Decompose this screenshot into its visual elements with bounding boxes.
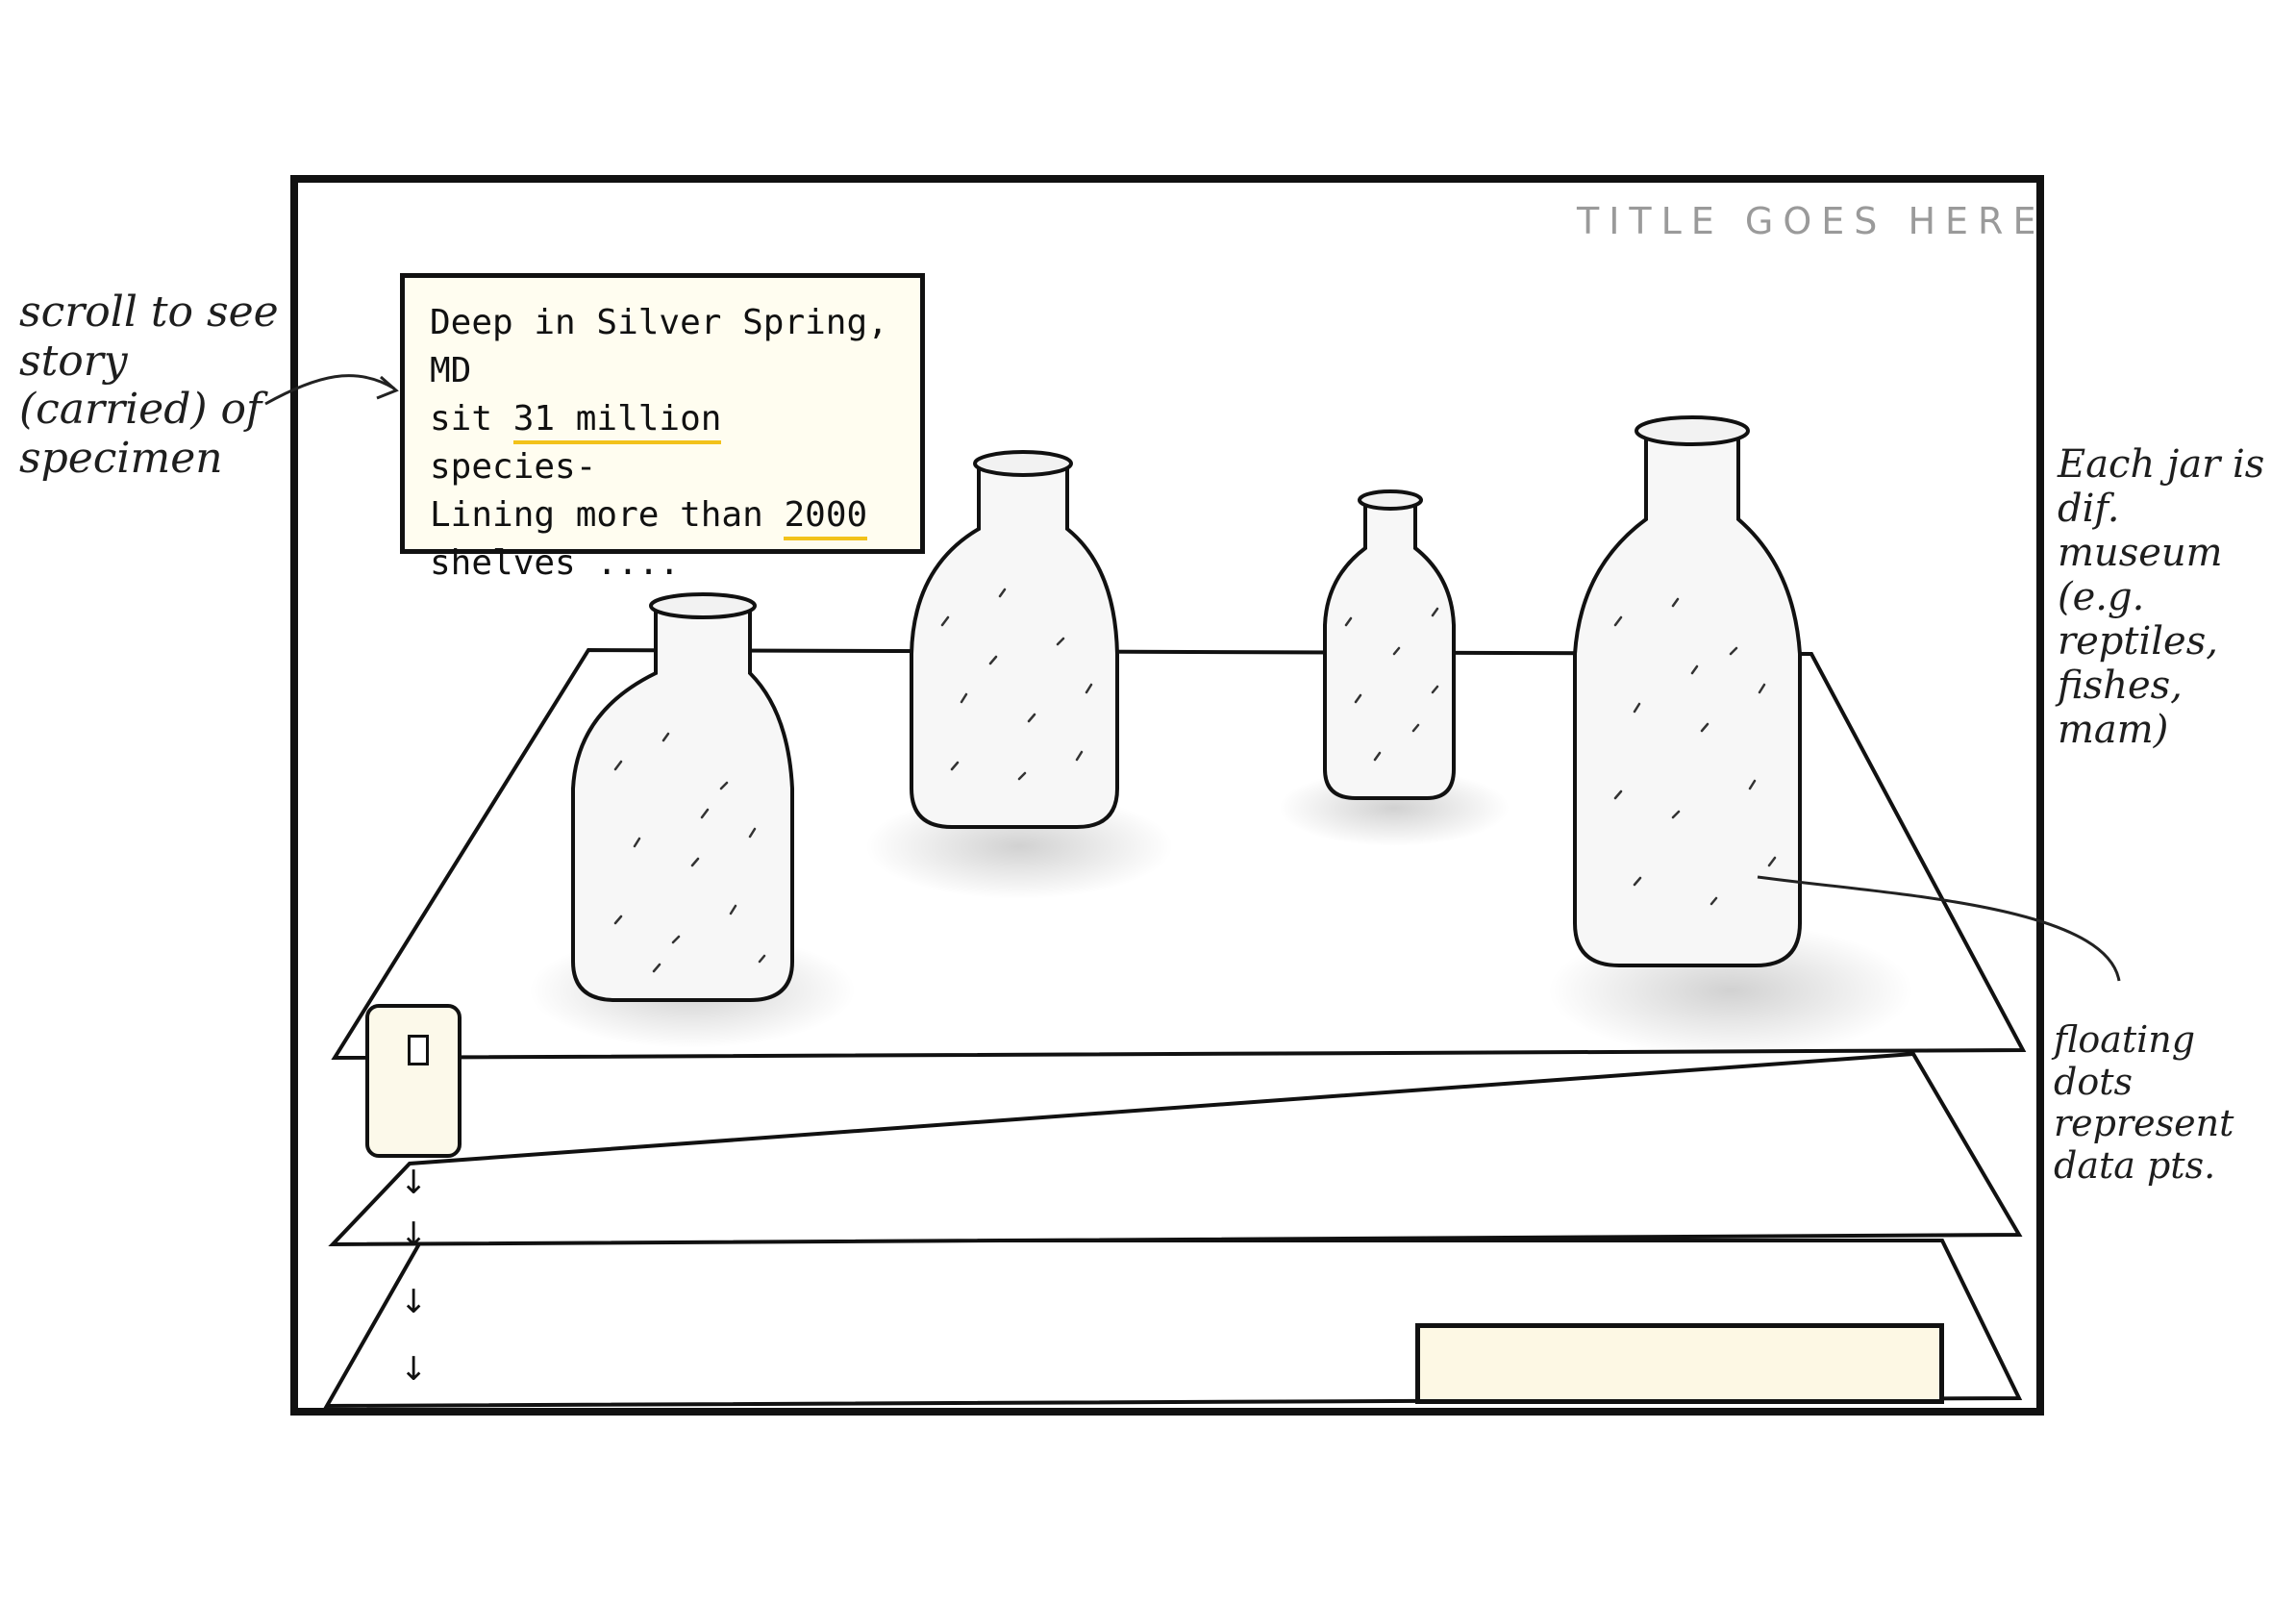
specimen-jar[interactable] [1575, 417, 1800, 965]
specimen-jar[interactable] [1325, 491, 1454, 798]
annotation-right-top: Each jar is dif. museum (e.g. reptiles, … [2058, 442, 2288, 752]
specimen-jar[interactable] [911, 452, 1117, 827]
story-text-card: Deep in Silver Spring, MD sit 31 million… [400, 273, 925, 554]
scroll-indicator-card[interactable] [365, 1004, 462, 1158]
scroll-down-arrow-icon: ↓ [400, 1164, 428, 1202]
annotation-left: scroll to see story (carried) of specime… [19, 288, 279, 483]
story-line-1: Deep in Silver Spring, MD [430, 299, 895, 395]
story-line-2-post: species- [430, 447, 596, 487]
highlight-31-million: 31 million [513, 399, 722, 444]
pointer-arrow-left [265, 376, 394, 404]
scroll-down-arrow-icon: ↓ [400, 1216, 428, 1254]
scroll-down-arrow-icon: ↓ [400, 1350, 428, 1389]
scroll-down-arrow-icon: ↓ [400, 1283, 428, 1321]
story-line-2-pre: sit [430, 399, 513, 439]
annotation-right-bottom: floating dots represent data pts. [2054, 1019, 2284, 1188]
story-line-3: Lining more than 2000 [430, 491, 895, 539]
story-line-3-pre: Lining more than [430, 495, 784, 535]
highlight-2000: 2000 [784, 495, 867, 540]
story-line-4: shelves .... [430, 539, 895, 588]
shelf-middle [333, 1054, 2019, 1244]
title-placeholder: TITLE GOES HERE [1577, 200, 2045, 242]
story-line-2: sit 31 million species- [430, 395, 895, 491]
bottom-info-card[interactable] [1415, 1323, 1944, 1404]
scroll-knob[interactable] [408, 1035, 429, 1065]
